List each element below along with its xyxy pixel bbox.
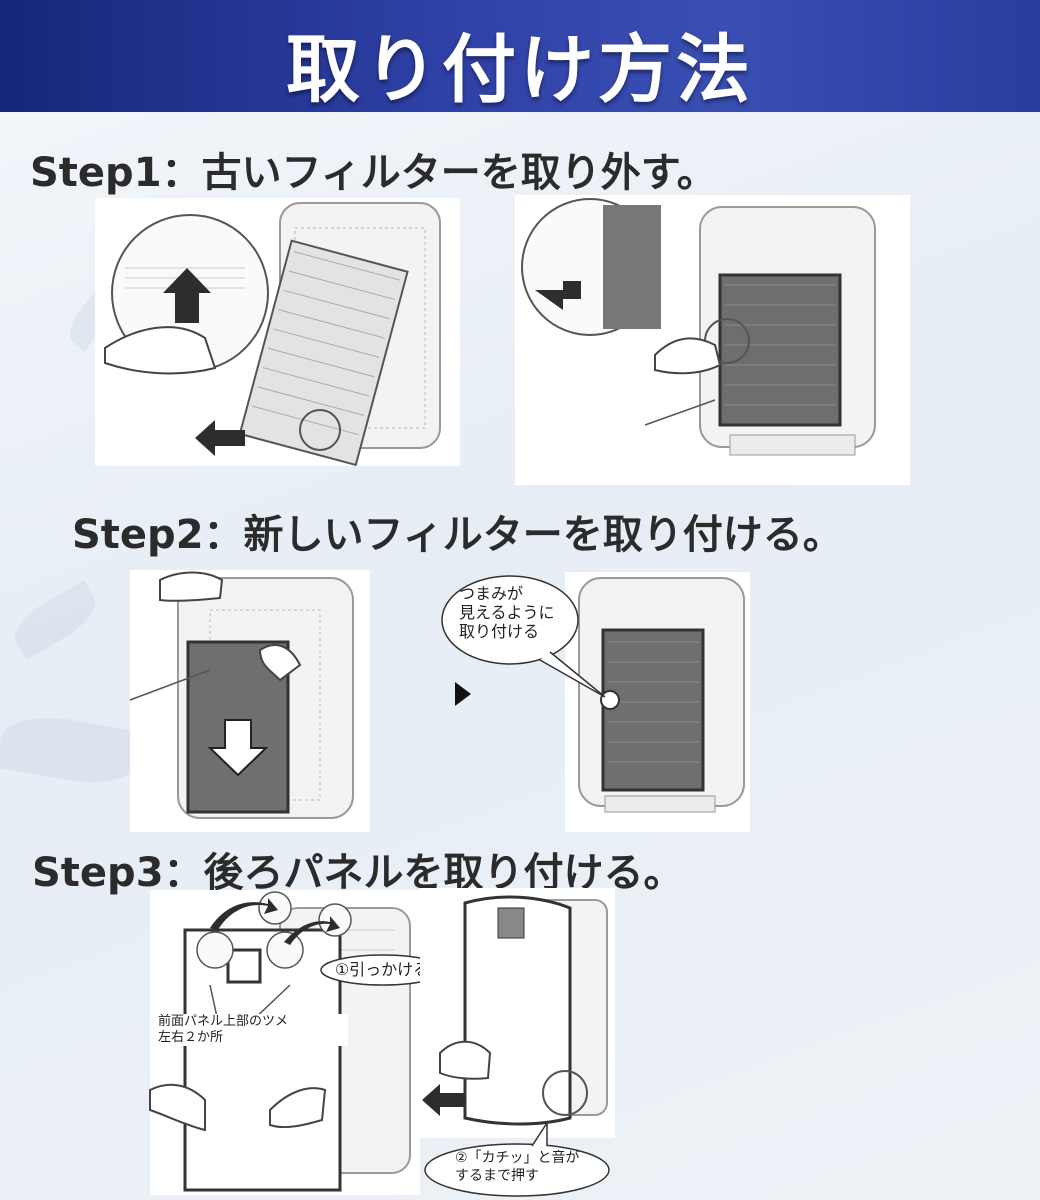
- page-title: 取り付け方法: [286, 27, 754, 113]
- step1-title: Step1：古いフィルターを取り外す。: [30, 150, 717, 196]
- step2-illustration-insert: [129, 570, 370, 832]
- step3-illustration-press: [420, 888, 615, 1138]
- note-line: ②「カチッ」と音が: [455, 1150, 580, 1166]
- note-line: するまで押す: [455, 1168, 539, 1184]
- step3-press-label: ②「カチッ」と音が するまで押す: [455, 1149, 615, 1185]
- background-leaf: [0, 708, 145, 792]
- step1-illustration-release: [515, 195, 910, 485]
- note-line: 前面パネル上部のツメ: [158, 1014, 289, 1029]
- step3-tab-note: 前面パネル上部のツメ 左右２か所: [158, 1014, 348, 1046]
- background-leaf: [6, 580, 104, 660]
- step2-title: Step2：新しいフィルターを取り付ける。: [72, 512, 843, 558]
- callout-line: 見えるように: [459, 603, 555, 622]
- step3-hook-label: ①引っかける: [334, 960, 430, 979]
- callout-bubble: [441, 575, 606, 698]
- next-arrow-icon: [455, 682, 471, 706]
- press-label-bubble: [424, 1120, 610, 1197]
- callout-line: 取り付ける: [459, 622, 540, 641]
- callout-line: つまみが: [459, 584, 524, 603]
- step1-illustration-remove: [95, 198, 460, 467]
- note-line: 左右２か所: [158, 1030, 224, 1045]
- step2-callout: つまみが 見えるように 取り付ける: [459, 584, 579, 641]
- purifier-illustration: [578, 577, 745, 813]
- purifier-illustration: [129, 571, 354, 819]
- step2-illustration-result: [565, 572, 750, 832]
- page-header: 取り付け方法: [0, 0, 1040, 113]
- purifier-illustration: [422, 895, 608, 1126]
- purifier-illustration: [521, 198, 876, 456]
- purifier-illustration: [104, 202, 441, 467]
